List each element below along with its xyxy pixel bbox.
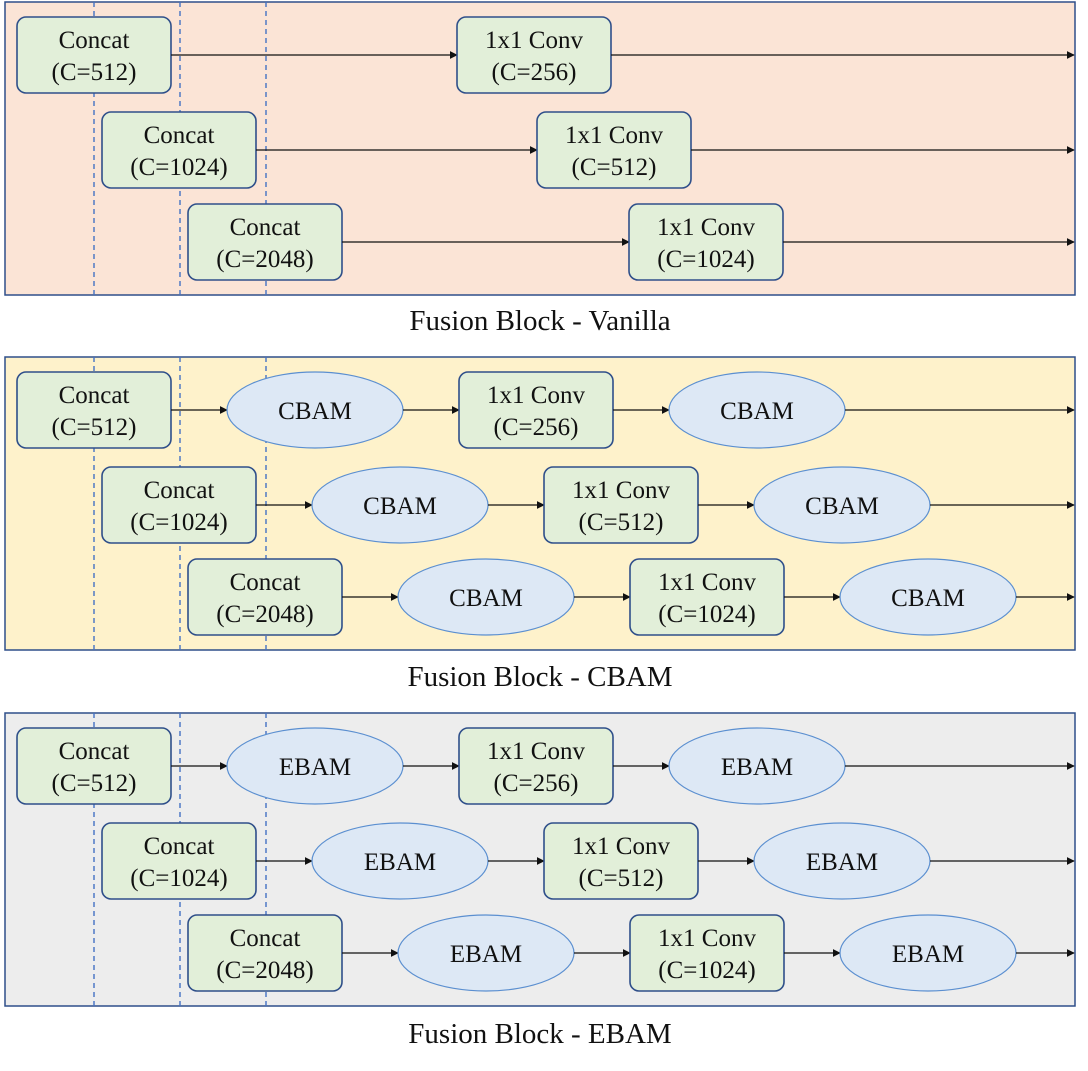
concat-node-label: Concat [59,738,130,765]
panel-caption: Fusion Block - Vanilla [409,305,670,337]
conv-node-label: (C=512) [579,509,664,536]
cbam-attention-node: CBAM [397,558,575,636]
cbam-attention-node: CBAM [668,371,846,449]
concat-node: Concat (C=1024) [101,822,257,900]
concat-node-label: (C=1024) [130,509,227,536]
cbam-attention-node-label: CBAM [278,398,352,425]
ebam-attention-node-label: EBAM [721,754,793,781]
ebam-attention-node: EBAM [226,727,404,805]
ebam-attention-node-label: EBAM [806,849,878,876]
concat-node: Concat (C=2048) [187,558,343,636]
cbam-attention-node-label: CBAM [805,493,879,520]
conv-node-label: (C=512) [579,865,664,892]
concat-node: Concat (C=1024) [101,111,257,189]
concat-node-label: Concat [59,27,130,54]
concat-node: Concat (C=512) [16,371,172,449]
ebam-attention-node-label: EBAM [364,849,436,876]
concat-node-label: (C=512) [52,770,137,797]
row-2: Concat (C=1024) 1x1 Conv (C=512) [101,111,1075,189]
concat-node-label: (C=512) [52,414,137,441]
conv-node-label: (C=1024) [658,601,755,628]
panel-caption: Fusion Block - EBAM [408,1018,671,1050]
panel-vanilla: Concat (C=512) 1x1 Conv (C=256) Concat (C=102… [4,1,1076,296]
conv-node-label: (C=1024) [658,957,755,984]
row-3: Concat (C=2048) 1x1 Conv (C=1024) [187,203,1075,281]
conv-node-label: 1x1 Conv [487,738,585,765]
concat-node: Concat (C=512) [16,727,172,805]
conv-node: 1x1 Conv (C=256) [456,16,612,94]
concat-node-label: (C=512) [52,59,137,86]
concat-node-label: Concat [230,925,301,952]
row-2: Concat (C=1024) EBAM 1x1 Conv (C=512) EBAM [101,822,1075,900]
row-2: Concat (C=1024) CBAM 1x1 Conv (C=512) CBAM [101,466,1075,544]
ebam-attention-node-label: EBAM [279,754,351,781]
conv-node: 1x1 Conv (C=1024) [628,203,784,281]
conv-node-label: 1x1 Conv [485,27,583,54]
conv-node-label: 1x1 Conv [657,214,755,241]
cbam-attention-node-label: CBAM [720,398,794,425]
conv-node-label: 1x1 Conv [572,833,670,860]
concat-node: Concat (C=2048) [187,914,343,992]
row-1: Concat (C=512) 1x1 Conv (C=256) [16,16,1075,94]
conv-node: 1x1 Conv (C=1024) [629,914,785,992]
ebam-attention-node: EBAM [839,914,1017,992]
ebam-attention-node-label: EBAM [892,941,964,968]
cbam-attention-node: CBAM [226,371,404,449]
concat-node: Concat (C=512) [16,16,172,94]
row-1: Concat (C=512) CBAM 1x1 Conv (C=256) CBAM [16,371,1075,449]
ebam-attention-node: EBAM [668,727,846,805]
concat-node-label: Concat [230,214,301,241]
conv-node-label: 1x1 Conv [565,122,663,149]
cbam-attention-node: CBAM [753,466,931,544]
concat-node-label: Concat [144,122,215,149]
conv-node: 1x1 Conv (C=512) [536,111,692,189]
conv-node-label: 1x1 Conv [658,569,756,596]
ebam-attention-node: EBAM [311,822,489,900]
ebam-attention-node: EBAM [753,822,931,900]
concat-node-label: (C=1024) [130,154,227,181]
row-1: Concat (C=512) EBAM 1x1 Conv (C=256) EBAM [16,727,1075,805]
conv-node: 1x1 Conv (C=256) [458,371,614,449]
conv-node: 1x1 Conv (C=256) [458,727,614,805]
conv-node-label: (C=256) [494,770,579,797]
cbam-attention-node-label: CBAM [891,585,965,612]
ebam-attention-node-label: EBAM [450,941,522,968]
concat-node-label: Concat [144,477,215,504]
conv-node-label: (C=512) [572,154,657,181]
conv-node-label: (C=256) [494,414,579,441]
concat-node-label: (C=1024) [130,865,227,892]
concat-node-label: Concat [59,382,130,409]
concat-node: Concat (C=2048) [187,203,343,281]
cbam-attention-node: CBAM [839,558,1017,636]
conv-node-label: 1x1 Conv [658,925,756,952]
diagram-root: Concat (C=512) 1x1 Conv (C=256) Concat (C=102… [4,1,1076,1050]
concat-node: Concat (C=1024) [101,466,257,544]
cbam-attention-node-label: CBAM [363,493,437,520]
concat-node-label: (C=2048) [216,246,313,273]
concat-node-label: (C=2048) [216,601,313,628]
conv-node-label: 1x1 Conv [487,382,585,409]
conv-node-label: (C=256) [492,59,577,86]
conv-node-label: 1x1 Conv [572,477,670,504]
conv-node: 1x1 Conv (C=512) [543,822,699,900]
concat-node-label: Concat [144,833,215,860]
cbam-attention-node: CBAM [311,466,489,544]
cbam-attention-node-label: CBAM [449,585,523,612]
concat-node-label: Concat [230,569,301,596]
row-3: Concat (C=2048) CBAM 1x1 Conv (C=1024) CBAM [187,558,1075,636]
conv-node-label: (C=1024) [657,246,754,273]
panel-caption: Fusion Block - CBAM [407,661,672,693]
conv-node: 1x1 Conv (C=1024) [629,558,785,636]
concat-node-label: (C=2048) [216,957,313,984]
ebam-attention-node: EBAM [397,914,575,992]
row-3: Concat (C=2048) EBAM 1x1 Conv (C=1024) EBAM [187,914,1075,992]
conv-node: 1x1 Conv (C=512) [543,466,699,544]
